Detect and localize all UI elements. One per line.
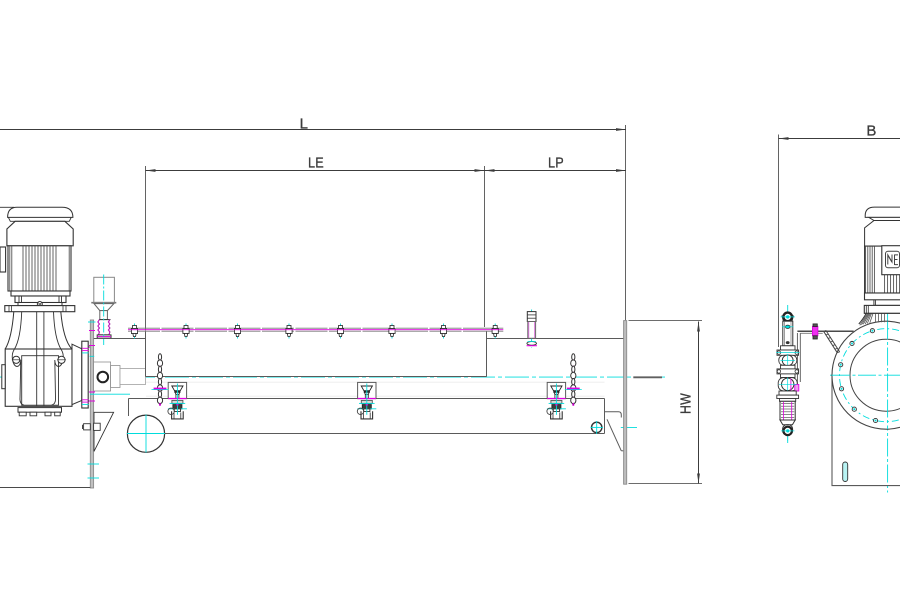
svg-text:LE: LE [308,155,324,172]
svg-text:LP: LP [548,155,564,172]
svg-text:L: L [300,115,309,132]
svg-text:HW: HW [679,393,695,414]
svg-text:B: B [866,123,876,140]
